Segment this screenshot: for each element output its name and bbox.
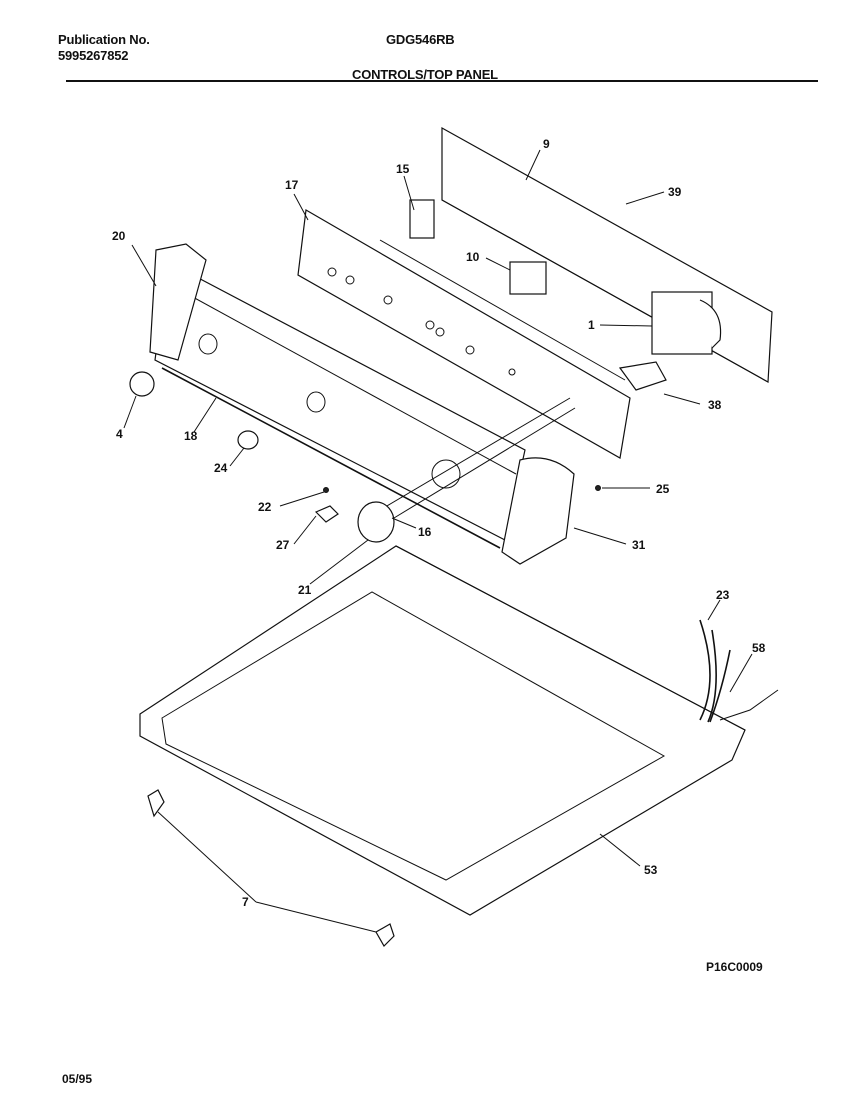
callout-27: 27 xyxy=(276,538,290,552)
publication-label: Publication No. xyxy=(58,32,150,47)
screw-part xyxy=(323,487,329,493)
selector-switch-part xyxy=(509,261,547,295)
right-endcap xyxy=(501,457,575,565)
publication-number: 5995267852 xyxy=(58,48,129,63)
callout-38: 38 xyxy=(708,398,722,412)
ground-wire xyxy=(719,689,779,721)
callout-39: 39 xyxy=(668,185,682,199)
control-backplate xyxy=(297,209,631,459)
callout-16: 16 xyxy=(418,525,432,539)
callout-23: 23 xyxy=(716,588,730,602)
bracket-part xyxy=(618,361,667,391)
callout-17: 17 xyxy=(285,178,299,192)
clip-7-lower xyxy=(375,923,395,947)
section-title: CONTROLS/TOP PANEL xyxy=(352,67,498,82)
timer-part xyxy=(651,291,722,355)
callout-10: 10 xyxy=(466,250,480,264)
model-number: GDG546RB xyxy=(386,32,455,47)
callout-20: 20 xyxy=(112,229,126,243)
bushing-part xyxy=(237,430,259,450)
wire-harness xyxy=(699,619,731,723)
switch-part xyxy=(409,199,435,239)
leader-lines xyxy=(123,149,753,933)
small-knob xyxy=(129,371,155,397)
callout-58: 58 xyxy=(752,641,766,655)
callout-15: 15 xyxy=(396,162,410,176)
header-rule xyxy=(66,80,818,82)
clip-7-upper xyxy=(147,789,165,818)
callout-21: 21 xyxy=(298,583,312,597)
callout-25: 25 xyxy=(656,482,670,496)
callout-7: 7 xyxy=(242,895,249,909)
callout-18: 18 xyxy=(184,429,198,443)
callout-9: 9 xyxy=(543,137,550,151)
callout-22: 22 xyxy=(258,500,272,514)
callout-53: 53 xyxy=(644,863,658,877)
revision-date: 05/95 xyxy=(62,1072,92,1086)
left-endcap xyxy=(149,243,207,361)
callout-4: 4 xyxy=(116,427,123,441)
clip-part xyxy=(314,505,339,523)
figure-code: P16C0009 xyxy=(706,960,763,974)
callout-31: 31 xyxy=(632,538,646,552)
callout-labels: 9 39 15 17 10 20 1 38 4 18 24 22 25 27 1… xyxy=(112,137,766,909)
top-panel xyxy=(139,545,746,916)
timer-knob xyxy=(357,501,395,543)
screw-25-part xyxy=(595,485,601,491)
callout-24: 24 xyxy=(214,461,228,475)
callout-1: 1 xyxy=(588,318,595,332)
